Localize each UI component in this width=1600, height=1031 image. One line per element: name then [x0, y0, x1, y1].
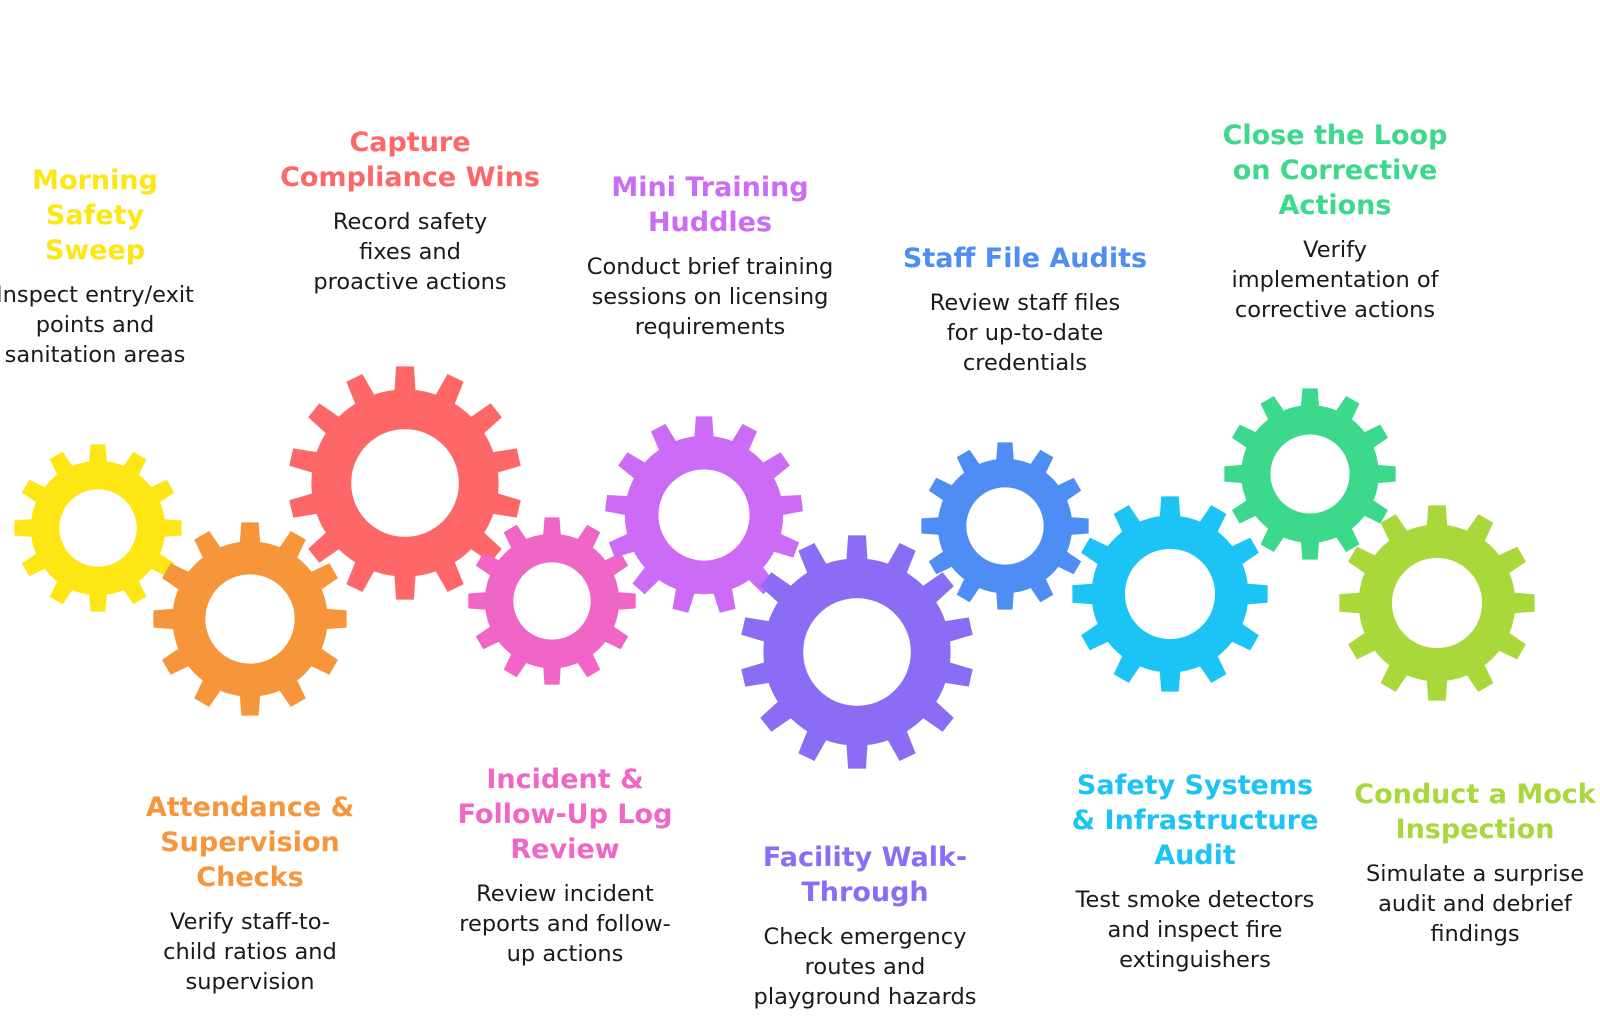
step-staff-file-audits: Staff File Audits Review staff files for… — [880, 241, 1170, 378]
gear-icon — [605, 416, 803, 613]
gear-icon — [741, 535, 973, 769]
step-description: Record safety fixes and proactive action… — [313, 209, 507, 295]
step-mock-inspection: Conduct a Mock Inspection Simulate a sur… — [1345, 777, 1600, 949]
gear-icon — [289, 366, 521, 600]
gear-icon — [1339, 505, 1535, 701]
step-title: Incident & Follow-Up Log Review — [457, 764, 673, 865]
gear-icon — [921, 442, 1089, 610]
gear-icon — [14, 444, 182, 612]
step-description: Test smoke detectors and inspect fire ex… — [1075, 887, 1315, 973]
step-description: Verify staff-to- child ratios and superv… — [163, 909, 337, 995]
step-title: Facility Walk- Through — [762, 842, 968, 908]
step-morning-safety-sweep: Morning Safety Sweep Inspect entry/exit … — [0, 163, 200, 370]
step-title: Close the Loop on Corrective Actions — [1222, 120, 1448, 221]
step-title: Conduct a Mock Inspection — [1354, 779, 1596, 845]
step-description: Conduct brief training sessions on licen… — [586, 254, 834, 340]
step-description: Review staff files for up-to-date creden… — [929, 290, 1121, 376]
step-close-the-loop: Close the Loop on Corrective Actions Ver… — [1195, 118, 1475, 325]
step-title: Mini Training Huddles — [611, 172, 809, 238]
step-description: Review incident reports and follow- up a… — [459, 881, 671, 967]
step-description: Simulate a surprise audit and debrief fi… — [1365, 861, 1585, 947]
step-title: Attendance & Supervision Checks — [145, 792, 355, 893]
step-mini-training-huddles: Mini Training Huddles Conduct brief trai… — [565, 170, 855, 342]
step-description: Inspect entry/exit points and sanitation… — [0, 282, 194, 368]
gear-icon — [153, 522, 347, 716]
step-title: Staff File Audits — [902, 243, 1148, 274]
gear-icon — [1072, 496, 1268, 692]
step-title: Capture Compliance Wins — [280, 127, 540, 193]
step-facility-walk-through: Facility Walk- Through Check emergency r… — [725, 840, 1005, 1012]
gear-icon — [468, 517, 636, 685]
step-title: Safety Systems & Infrastructure Audit — [1071, 770, 1319, 871]
step-capture-compliance-wins: Capture Compliance Wins Record safety fi… — [265, 125, 555, 297]
gear-icon — [1224, 388, 1396, 560]
step-attendance-supervision: Attendance & Supervision Checks Verify s… — [130, 790, 370, 997]
step-safety-systems-audit: Safety Systems & Infrastructure Audit Te… — [1045, 768, 1345, 975]
step-description: Check emergency routes and playground ha… — [753, 924, 977, 1010]
step-description: Verify implementation of corrective acti… — [1231, 237, 1439, 323]
step-title: Morning Safety Sweep — [32, 165, 158, 266]
step-incident-log-review: Incident & Follow-Up Log Review Review i… — [430, 762, 700, 969]
